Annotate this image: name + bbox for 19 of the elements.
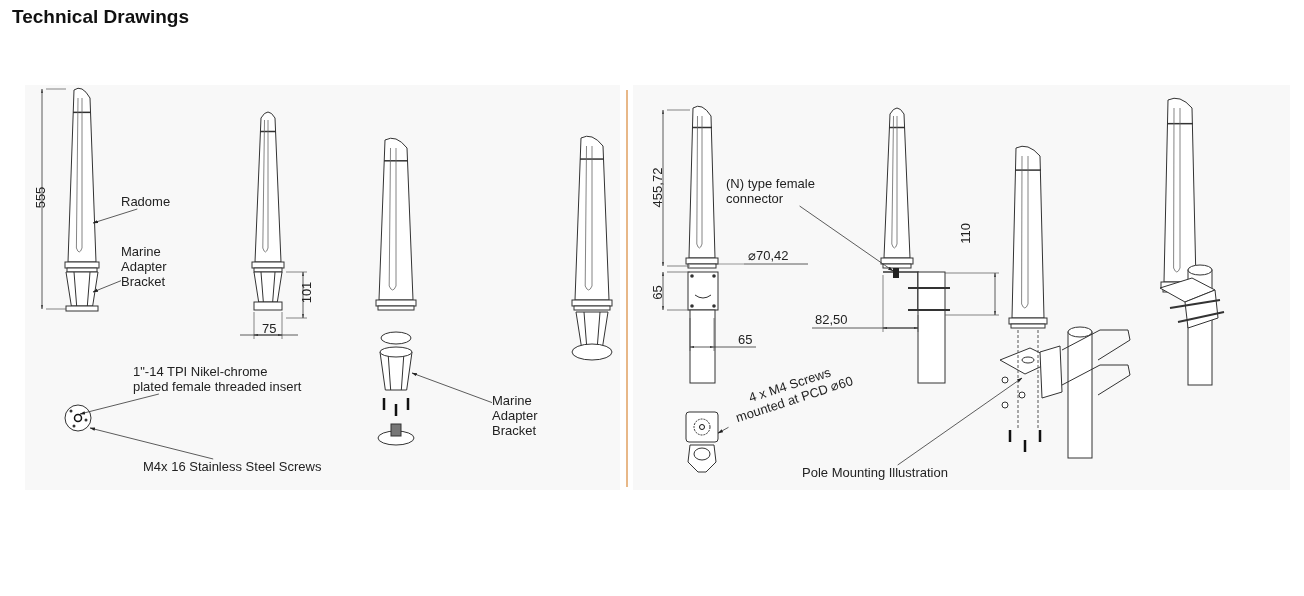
dimension-label: 110 bbox=[957, 223, 973, 244]
mount-bottom-view-drawing bbox=[685, 411, 719, 473]
dimension-label: 65 bbox=[738, 332, 753, 347]
dimension-label: 82,50 bbox=[815, 312, 848, 327]
dimension-label: 555 bbox=[33, 186, 49, 209]
page-title: Technical Drawings bbox=[12, 6, 190, 28]
callout-text: Pole Mounting Illustration bbox=[802, 465, 972, 480]
dimension-label: 75 bbox=[262, 321, 277, 336]
connector-drawing bbox=[893, 268, 899, 278]
callout-text: M4x 16 Stainless Steel Screws bbox=[143, 459, 343, 474]
dimension-label: 65 bbox=[649, 285, 665, 300]
dimension-label: ⌀70,42 bbox=[748, 248, 789, 263]
callout-text: Marine Adapter Bracket bbox=[121, 244, 191, 289]
callout-text: Marine Adapter Bracket bbox=[492, 393, 562, 438]
callout-text: 1"-14 TPI Nikel-chrome plated female threaded insert bbox=[133, 364, 303, 394]
dimension-label: 101 bbox=[299, 281, 315, 304]
callout-text: Radome bbox=[121, 194, 201, 209]
callout-text: (N) type female connector bbox=[726, 176, 830, 206]
dimension-label: 455,72 bbox=[650, 167, 666, 208]
